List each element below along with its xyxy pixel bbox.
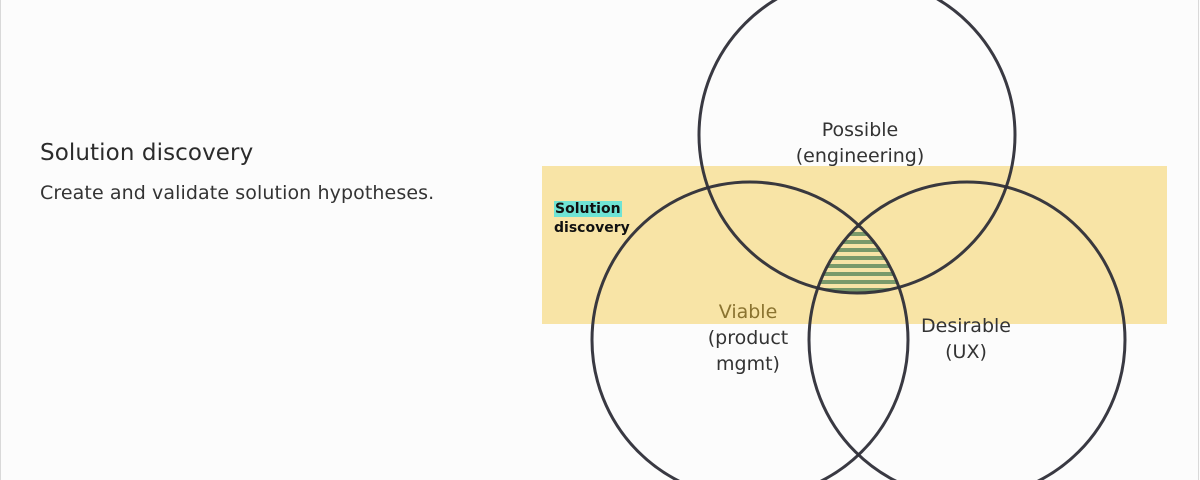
text-panel: Solution discovery Create and validate s… [40, 140, 500, 204]
band-label: Solution discovery [554, 200, 630, 238]
possible-circle [697, 0, 1017, 295]
viable-circle [590, 180, 910, 480]
page-subtitle: Create and validate solution hypotheses. [40, 182, 435, 204]
band-label-highlight: Solution [554, 201, 622, 217]
possible-label-line2: (engineering) [795, 145, 925, 167]
possible-label-line1: Possible [821, 119, 899, 141]
desirable-label-line2: (UX) [945, 341, 987, 363]
page-title: Solution discovery [40, 140, 254, 166]
viable-label-line3: mgmt) [716, 353, 780, 375]
viable-label-line2: (product [707, 327, 789, 349]
desirable-label: Desirable (UX) [886, 313, 1046, 365]
possible-label: Possible (engineering) [740, 117, 980, 169]
desirable-label-line1: Desirable [921, 315, 1011, 337]
viable-label-line1: Viable [718, 301, 778, 323]
viable-label: Viable (product mgmt) [668, 299, 828, 377]
band-label-line2: discovery [554, 220, 630, 236]
desirable-circle [807, 180, 1127, 480]
